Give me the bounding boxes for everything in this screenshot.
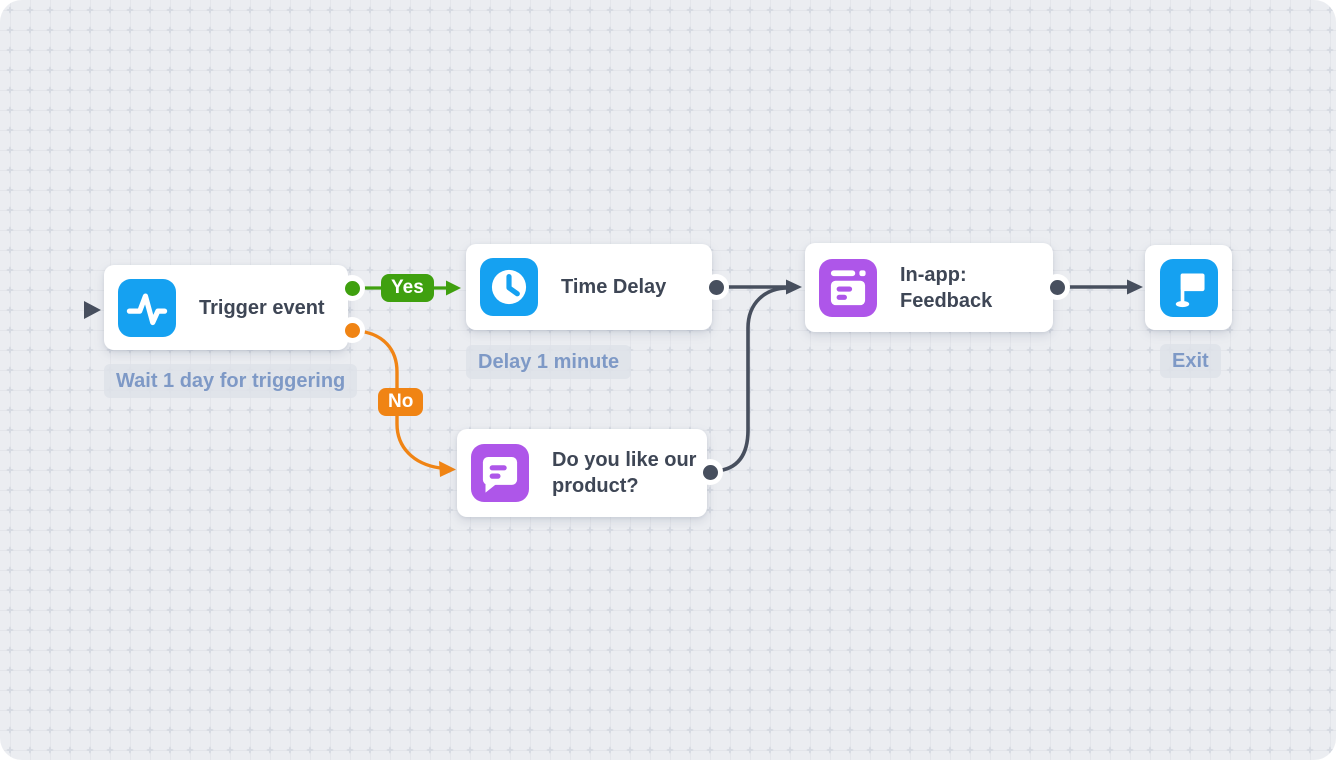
port-dot [344, 322, 360, 338]
exit-arrowhead-icon [1127, 279, 1143, 295]
entry-arrowhead-icon [84, 301, 101, 319]
inapp-output-port[interactable] [1044, 274, 1070, 300]
port-dot [1049, 279, 1065, 295]
trigger-note-badge: Wait 1 day for triggering [104, 364, 358, 398]
no-branch-label: No [378, 388, 424, 416]
node-title: Trigger event [199, 296, 325, 319]
node-title: Do you like our product? [552, 449, 697, 497]
exit-note-badge: Exit [1160, 344, 1221, 378]
time-delay-output-port[interactable] [703, 274, 729, 300]
node-title: Time Delay [561, 276, 667, 298]
port-dot [708, 279, 724, 295]
clock-icon [480, 258, 538, 316]
question-output-port[interactable] [697, 459, 723, 485]
no-arrowhead-icon [439, 461, 456, 477]
node-inapp-feedback[interactable]: In-app: Feedback [805, 243, 1053, 332]
node-time-delay[interactable]: Time Delay [466, 244, 712, 330]
port-dot [344, 280, 360, 296]
pulse-icon [118, 278, 176, 337]
chat-bubble-icon [471, 444, 529, 502]
trigger-no-port[interactable] [339, 317, 365, 343]
time-delay-note-badge: Delay 1 minute [466, 345, 632, 379]
inapp-arrowhead-icon [786, 279, 802, 295]
yes-arrowhead-icon [446, 280, 461, 296]
port-dot [702, 464, 718, 480]
in-app-window-icon [819, 258, 877, 317]
node-question[interactable]: Do you like our product? [457, 429, 707, 517]
question-to-inapp-connector [714, 286, 790, 473]
trigger-yes-port[interactable] [339, 275, 365, 301]
flag-icon [1159, 258, 1218, 317]
yes-branch-label: Yes [381, 274, 434, 302]
node-exit[interactable] [1145, 245, 1232, 330]
node-trigger-event[interactable]: Trigger event [104, 265, 348, 350]
node-title: In-app: Feedback [900, 263, 993, 312]
